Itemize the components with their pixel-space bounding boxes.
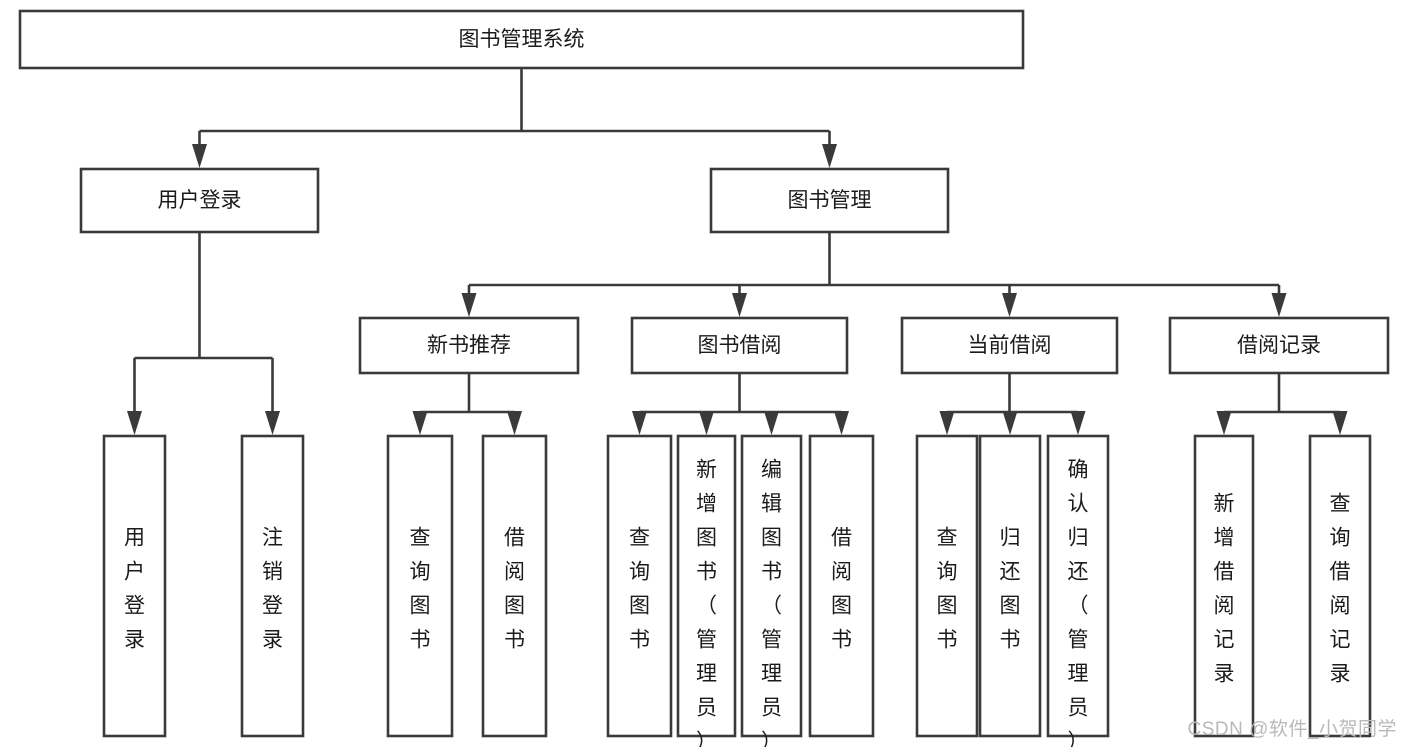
node-box-root[interactable] <box>18 9 1025 70</box>
node-box-l-query-record[interactable] <box>1308 434 1372 738</box>
node-l-add-record[interactable]: 新增借阅记录 <box>1193 434 1255 738</box>
node-l-return-book[interactable]: 归还图书 <box>978 434 1042 738</box>
arrow-head-icon <box>822 144 837 168</box>
node-box-l-query-book-2[interactable] <box>606 434 673 738</box>
node-user-login[interactable]: 用户登录 <box>79 167 320 234</box>
arrow-head-icon <box>732 293 747 317</box>
edge-group-book-manage <box>461 232 1287 317</box>
arrow-head-icon <box>1271 293 1287 317</box>
arrow-head-icon <box>192 144 207 168</box>
node-box-l-borrow-book-2[interactable] <box>808 434 875 738</box>
node-box-l-return-book[interactable] <box>978 434 1042 738</box>
node-label-new-book-rec: 新书推荐 <box>427 334 511 357</box>
arrow-head-icon <box>1332 411 1348 435</box>
node-l-query-book-3[interactable]: 查询图书 <box>915 434 979 738</box>
node-box-l-query-book-1[interactable] <box>386 434 454 738</box>
node-box-book-manage[interactable] <box>709 167 950 234</box>
node-label-book-borrow: 图书借阅 <box>698 334 782 357</box>
node-new-book-rec[interactable]: 新书推荐 <box>358 316 580 375</box>
node-box-borrow-record[interactable] <box>1168 316 1390 375</box>
node-box-user-login[interactable] <box>79 167 320 234</box>
arrow-head-icon <box>1216 411 1232 435</box>
edges-layer <box>127 68 1348 435</box>
node-label-l-add-record: 新增借阅记录 <box>1214 493 1235 686</box>
arrow-head-icon <box>632 411 647 435</box>
arrow-head-icon <box>412 411 428 435</box>
node-box-leaf-user-login[interactable] <box>102 434 167 738</box>
node-label-l-return-book: 归还图书 <box>1000 527 1021 652</box>
edge-group-user-login <box>127 232 280 435</box>
node-label-book-manage: 图书管理 <box>788 189 872 212</box>
arrow-head-icon <box>1002 293 1017 317</box>
edge-group-root <box>192 68 837 168</box>
node-label-l-borrow-book-2: 借阅图书 <box>831 527 852 652</box>
node-label-l-query-book-2: 查询图书 <box>629 527 650 652</box>
arrow-head-icon <box>834 411 849 435</box>
node-box-l-add-record[interactable] <box>1193 434 1255 738</box>
node-label-root: 图书管理系统 <box>459 28 585 51</box>
edge-group-current-borrow <box>939 373 1086 435</box>
node-leaf-user-logout[interactable]: 注销登录 <box>240 434 305 738</box>
arrow-head-icon <box>461 293 477 317</box>
node-label-l-borrow-book-1: 借阅图书 <box>504 527 525 652</box>
node-label-l-edit-book: 编辑图书（管理员） <box>761 459 782 747</box>
node-label-l-query-book-1: 查询图书 <box>410 527 431 652</box>
node-box-l-confirm-return[interactable] <box>1046 434 1110 738</box>
node-l-edit-book[interactable]: 编辑图书（管理员） <box>740 434 803 747</box>
node-root[interactable]: 图书管理系统 <box>18 9 1025 70</box>
node-l-add-book[interactable]: 新增图书（管理员） <box>676 434 737 747</box>
node-box-new-book-rec[interactable] <box>358 316 580 375</box>
node-label-leaf-user-logout: 注销登录 <box>262 527 283 652</box>
node-box-l-edit-book[interactable] <box>740 434 803 738</box>
node-label-user-login: 用户登录 <box>158 189 242 212</box>
node-current-borrow[interactable]: 当前借阅 <box>900 316 1119 375</box>
node-l-query-book-1[interactable]: 查询图书 <box>386 434 454 738</box>
node-box-current-borrow[interactable] <box>900 316 1119 375</box>
arrow-head-icon <box>764 411 779 435</box>
node-label-l-confirm-return: 确认归还（管理员） <box>1068 459 1089 747</box>
node-l-query-book-2[interactable]: 查询图书 <box>606 434 673 738</box>
arrow-head-icon <box>265 411 280 435</box>
arrow-head-icon <box>939 411 955 435</box>
node-label-l-query-book-3: 查询图书 <box>937 527 958 652</box>
node-label-leaf-user-login: 用户登录 <box>124 527 145 652</box>
node-label-l-query-record: 查询借阅记录 <box>1330 493 1351 686</box>
node-box-leaf-user-logout[interactable] <box>240 434 305 738</box>
node-leaf-user-login[interactable]: 用户登录 <box>102 434 167 738</box>
edge-group-new-book-rec <box>412 373 522 435</box>
node-box-l-add-book[interactable] <box>676 434 737 738</box>
edge-group-book-borrow <box>632 373 849 435</box>
nodes-layer: 图书管理系统用户登录图书管理新书推荐图书借阅当前借阅借阅记录用户登录注销登录查询… <box>18 9 1390 747</box>
node-l-confirm-return[interactable]: 确认归还（管理员） <box>1046 434 1110 747</box>
node-box-l-query-book-3[interactable] <box>915 434 979 738</box>
node-l-borrow-book-2[interactable]: 借阅图书 <box>808 434 875 738</box>
edge-group-borrow-record <box>1216 373 1348 435</box>
arrow-head-icon <box>1002 411 1018 435</box>
node-box-l-borrow-book-1[interactable] <box>481 434 548 738</box>
node-label-l-add-book: 新增图书（管理员） <box>696 459 717 747</box>
node-label-current-borrow: 当前借阅 <box>968 334 1052 357</box>
arrow-head-icon <box>1070 411 1086 435</box>
arrow-head-icon <box>507 411 522 435</box>
arrow-head-icon <box>127 411 142 435</box>
node-book-manage[interactable]: 图书管理 <box>709 167 950 234</box>
node-label-borrow-record: 借阅记录 <box>1237 334 1321 357</box>
node-borrow-record[interactable]: 借阅记录 <box>1168 316 1390 375</box>
node-l-query-record[interactable]: 查询借阅记录 <box>1308 434 1372 738</box>
node-l-borrow-book-1[interactable]: 借阅图书 <box>481 434 548 738</box>
node-book-borrow[interactable]: 图书借阅 <box>630 316 849 375</box>
arrow-head-icon <box>699 411 714 435</box>
node-box-book-borrow[interactable] <box>630 316 849 375</box>
